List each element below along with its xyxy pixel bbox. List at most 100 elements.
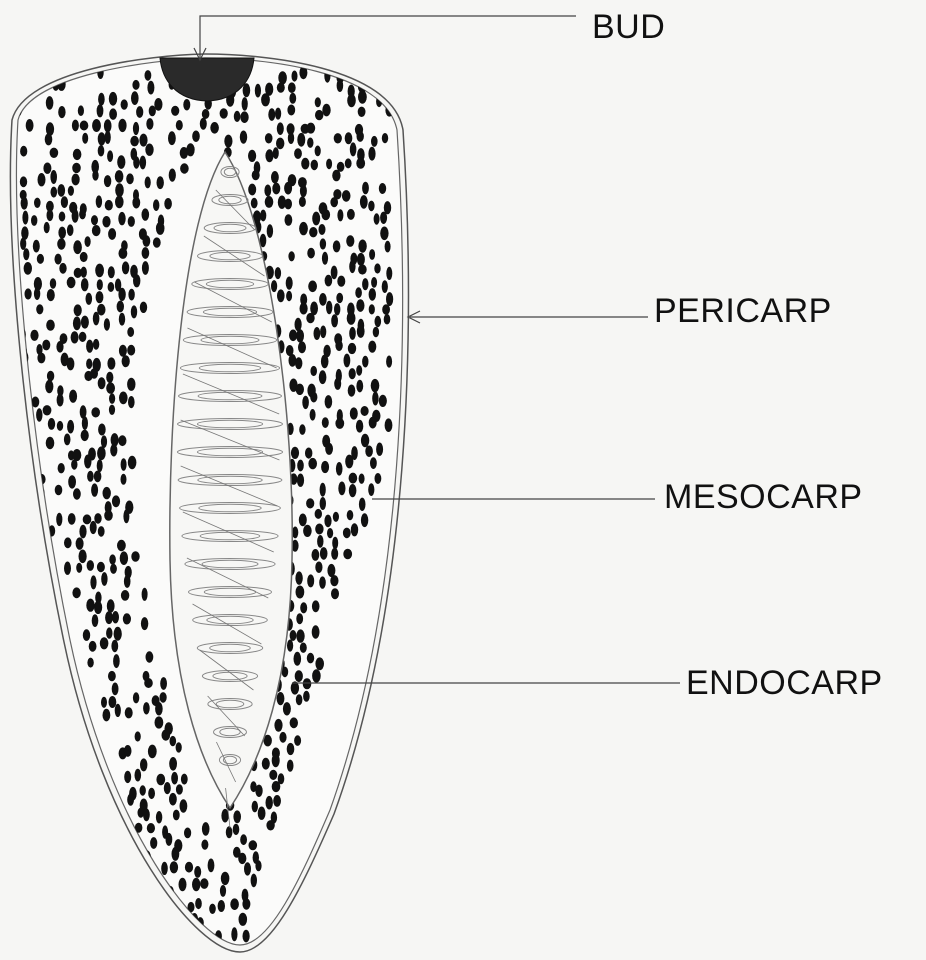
mesocarp-dot: [350, 142, 357, 156]
mesocarp-dot: [342, 190, 351, 202]
mesocarp-dot: [265, 196, 274, 208]
mesocarp-dot: [84, 455, 91, 469]
mesocarp-dot: [101, 697, 107, 708]
mesocarp-dot: [91, 483, 98, 496]
mesocarp-dot: [108, 266, 115, 278]
mesocarp-dot: [356, 299, 364, 312]
mesocarp-dot: [72, 174, 80, 186]
mesocarp-dot: [297, 460, 304, 472]
mesocarp-dot: [371, 379, 380, 392]
mesocarp-dot: [220, 108, 228, 118]
mesocarp-dot: [104, 119, 112, 132]
mesocarp-dot: [300, 643, 307, 653]
mesocarp-dot: [338, 482, 345, 496]
mesocarp-dot: [292, 527, 298, 539]
mesocarp-dot: [382, 304, 390, 315]
mesocarp-dot: [278, 71, 287, 84]
mesocarp-dot: [141, 617, 148, 630]
mesocarp-dot: [271, 171, 279, 183]
mesocarp-dot: [169, 793, 177, 806]
mesocarp-dot: [368, 341, 376, 353]
mesocarp-dot: [330, 197, 338, 207]
mesocarp-dot: [97, 104, 104, 117]
mesocarp-dot: [299, 222, 308, 235]
mesocarp-dot: [112, 683, 119, 696]
mesocarp-dot: [336, 462, 343, 476]
mesocarp-dot: [73, 488, 81, 499]
mesocarp-dot: [64, 434, 71, 446]
mesocarp-dot: [248, 184, 256, 196]
mesocarp-dot: [334, 303, 340, 315]
mesocarp-dot: [69, 390, 77, 403]
mesocarp-dot: [335, 418, 344, 429]
mesocarp-dot: [277, 289, 285, 302]
mesocarp-dot: [192, 878, 200, 892]
mesocarp-dot: [108, 228, 116, 240]
mesocarp-dot: [98, 93, 105, 106]
mesocarp-dot: [79, 550, 87, 564]
mesocarp-dot: [359, 498, 366, 511]
mesocarp-dot: [76, 537, 84, 549]
mesocarp-dot: [25, 288, 32, 299]
mesocarp-dot: [314, 327, 321, 340]
mesocarp-dot: [351, 523, 358, 536]
mesocarp-dot: [160, 677, 167, 690]
mesocarp-dot: [127, 794, 134, 806]
mesocarp-dot: [279, 732, 286, 743]
mesocarp-dot: [128, 289, 134, 301]
mesocarp-dot: [71, 459, 77, 469]
mesocarp-dot: [358, 90, 367, 103]
mesocarp-dot: [356, 420, 363, 433]
mesocarp-dot: [87, 560, 94, 571]
mesocarp-dot: [76, 563, 82, 573]
mesocarp-dot: [57, 421, 63, 431]
mesocarp-dot: [118, 119, 126, 132]
mesocarp-dot: [309, 227, 317, 237]
mesocarp-dot: [128, 216, 135, 227]
mesocarp-dot: [109, 393, 115, 404]
mesocarp-dot: [24, 262, 32, 275]
mesocarp-dot: [59, 212, 66, 222]
bud-leader-line: [200, 16, 576, 58]
mesocarp-dot: [310, 392, 317, 403]
mesocarp-dot: [295, 318, 302, 331]
mesocarp-dot: [287, 743, 295, 755]
mesocarp-dot: [369, 249, 375, 260]
mesocarp-dot: [347, 94, 356, 107]
mesocarp-dot: [361, 406, 369, 416]
mesocarp-dot: [310, 409, 316, 421]
mesocarp-dot: [120, 551, 128, 565]
mesocarp-dot: [101, 435, 107, 448]
mesocarp-dot: [114, 627, 122, 641]
mesocarp-dot: [244, 862, 251, 875]
mesocarp-dot: [321, 461, 329, 473]
mesocarp-dot: [379, 183, 386, 194]
mesocarp-dot: [325, 395, 333, 408]
mesocarp-dot: [131, 91, 139, 105]
mesocarp-dot: [133, 122, 139, 135]
mesocarp-dot: [72, 120, 79, 132]
mesocarp-dot: [57, 238, 65, 249]
mesocarp-dot: [361, 434, 369, 448]
mesocarp-dot: [376, 96, 382, 107]
mesocarp-dot: [56, 513, 62, 526]
mesocarp-dot: [108, 671, 116, 681]
mesocarp-dot: [81, 430, 89, 441]
mesocarp-dot: [98, 145, 105, 156]
mesocarp-dot: [385, 418, 393, 432]
mesocarp-dot: [68, 186, 74, 196]
mesocarp-dot: [272, 781, 281, 792]
mesocarp-dot: [117, 301, 124, 313]
mesocarp-dot: [252, 801, 258, 813]
mesocarp-dot: [89, 641, 97, 652]
mesocarp-dot: [140, 758, 147, 771]
mesocarp-dot: [258, 807, 266, 820]
mesocarp-dot: [37, 353, 45, 364]
mesocarp-dot: [238, 853, 246, 864]
mesocarp-dot: [320, 326, 326, 339]
mesocarp-dot: [30, 330, 38, 341]
mesocarp-dot: [144, 678, 153, 688]
mesocarp-dot: [20, 176, 27, 187]
mesocarp-dot: [357, 325, 365, 338]
mesocarp-dot: [146, 118, 153, 130]
